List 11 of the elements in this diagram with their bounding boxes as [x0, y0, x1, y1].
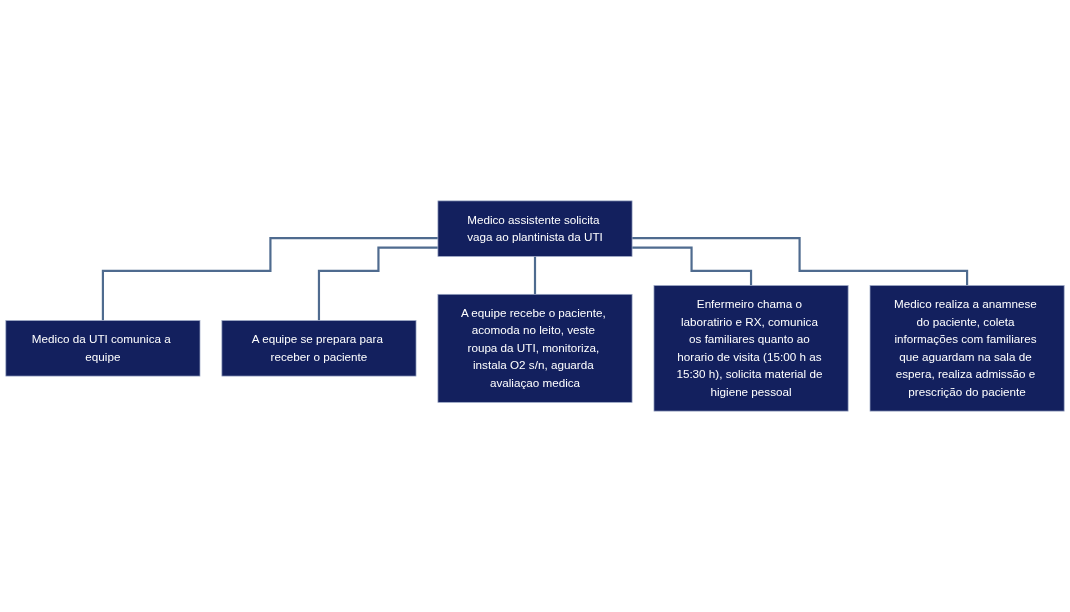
- node-box: A equipe se prepara para receber o paciente: [221, 320, 417, 377]
- connector: [317, 246, 438, 322]
- connector: [533, 255, 537, 296]
- node-box: Enfermeiro chama o laboratirio e RX, comunica os familiares quanto ao horario de visita (15:00 h as 15:30 h), solicita material de higiene pessoal: [653, 285, 849, 412]
- connector: [632, 246, 753, 287]
- connector: [632, 237, 969, 287]
- node-box: Medico da UTI comunica a equipe: [5, 320, 201, 377]
- connector: [101, 237, 438, 322]
- node-box: Medico realiza a anamnese do paciente, coleta informações com familiares que aguardam na sala de espera, realiza admissão e prescrição do paciente: [869, 285, 1065, 412]
- node-box: Medico assistente solicita vaga ao plantinista da UTI: [437, 200, 633, 257]
- node-box: A equipe recebe o paciente, acomoda no leito, veste roupa da UTI, monitoriza, instala O2 s/n, aguarda avaliaçao medica: [437, 293, 633, 403]
